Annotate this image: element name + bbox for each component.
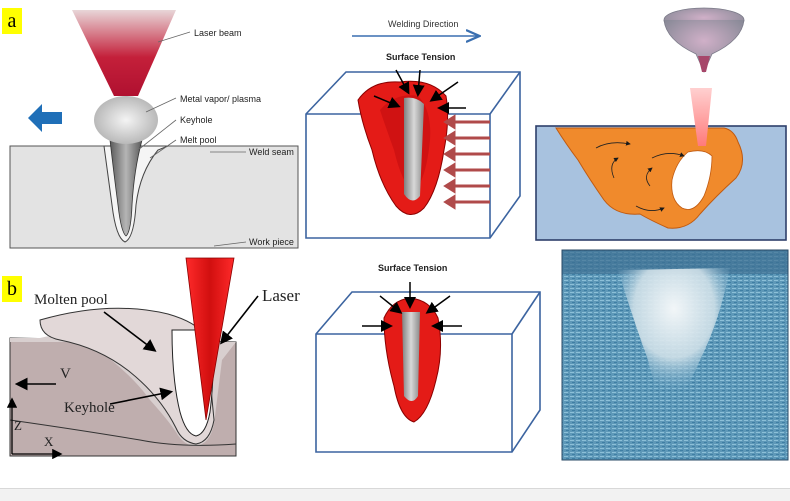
label-laser-beam: Laser beam	[194, 28, 242, 38]
panel-b-cross-section: Laser Molten pool V Keyhole Z X	[6, 257, 300, 460]
plasma-plume	[94, 96, 158, 144]
laser-cone-b	[185, 257, 235, 421]
label-metal-vapor: Metal vapor/ plasma	[180, 94, 261, 104]
laser-beam-shape	[72, 10, 176, 96]
panel-b-tag: b	[2, 276, 22, 302]
keyhole-shape	[109, 139, 143, 237]
panel-b-micrograph	[561, 249, 789, 461]
direction-arrow-blue	[28, 104, 62, 132]
panel-a-tag: a	[2, 8, 22, 34]
label-x: X	[44, 434, 54, 449]
weld-bead-glow	[618, 268, 730, 404]
label-molten-pool: Molten pool	[34, 292, 108, 308]
label-work-piece: Work piece	[249, 237, 294, 247]
label-v: V	[60, 366, 71, 382]
panel-a-flow-diagram	[535, 7, 787, 241]
workpiece-block	[9, 145, 299, 249]
panel-a-keyhole-diagram: Laser beam Metal vapor/ plasma Keyhole M…	[9, 10, 299, 249]
label-welding-direction: Welding Direction	[388, 19, 458, 29]
pressure-arrows	[443, 114, 490, 210]
bottom-bar	[0, 488, 790, 501]
label-surface-tension-a: Surface Tension	[386, 52, 455, 62]
panel-a-surface-tension-box: Welding Direction Surface Tension	[305, 19, 521, 239]
molten-pool-shape	[39, 307, 215, 445]
label-keyhole-b: Keyhole	[64, 400, 115, 416]
pink-beam	[690, 88, 712, 146]
label-melt-pool: Melt pool	[180, 135, 217, 145]
label-keyhole-a: Keyhole	[180, 115, 213, 125]
label-laser-b: Laser	[262, 286, 300, 305]
label-z: Z	[14, 418, 22, 433]
label-weld-seam: Weld seam	[249, 147, 294, 157]
keyhole-core	[404, 97, 424, 201]
keyhole-white	[671, 150, 713, 210]
label-surface-tension-b: Surface Tension	[378, 263, 447, 273]
panel-b-surface-tension-box: Surface Tension	[315, 263, 541, 453]
